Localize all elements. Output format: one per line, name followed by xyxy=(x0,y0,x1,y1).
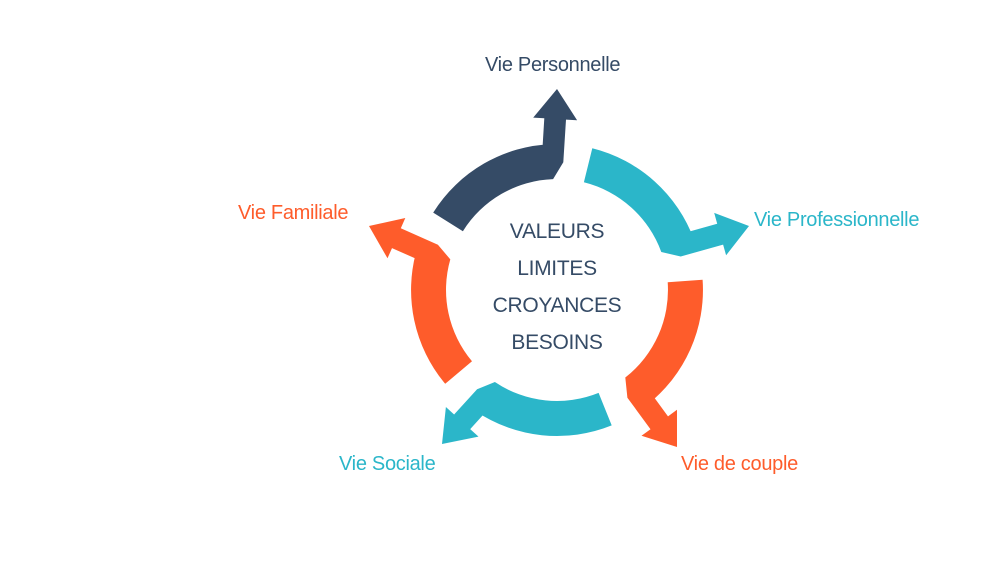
arrow-vie-familiale xyxy=(369,218,472,384)
arrow-vie-de-couple xyxy=(625,279,703,447)
label-vie-personnelle: Vie Personnelle xyxy=(485,54,621,76)
center-word-valeurs: VALEURS xyxy=(509,220,605,243)
center-word-limites: LIMITES xyxy=(517,257,597,280)
arrow-vie-sociale xyxy=(442,382,612,444)
label-vie-professionnelle: Vie Professionnelle xyxy=(754,209,920,231)
label-vie-sociale: Vie Sociale xyxy=(339,453,436,475)
label-vie-de-couple: Vie de couple xyxy=(681,453,798,475)
center-word-croyances: CROYANCES xyxy=(492,294,622,317)
center-word-besoins: BESOINS xyxy=(511,331,603,354)
arrow-vie-personnelle xyxy=(433,89,578,232)
label-vie-familiale: Vie Familiale xyxy=(238,202,349,224)
arrow-vie-professionnelle xyxy=(583,148,749,257)
